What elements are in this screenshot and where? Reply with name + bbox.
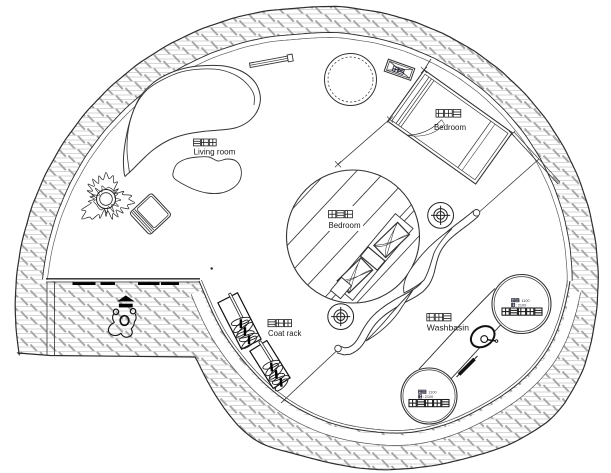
svg-text:: 1100: : 1100 (426, 390, 436, 394)
svg-text:Bedroom: Bedroom (329, 221, 361, 230)
svg-text:Bedroom: Bedroom (434, 123, 466, 132)
svg-text:Living room: Living room (194, 147, 236, 156)
svg-text:: 1100: : 1100 (519, 299, 529, 303)
svg-text:Washbasin: Washbasin (427, 323, 469, 333)
svg-text:: 2100: : 2100 (516, 303, 527, 307)
svg-text:: 2100: : 2100 (423, 395, 434, 399)
svg-text:Coat rack: Coat rack (268, 329, 301, 338)
